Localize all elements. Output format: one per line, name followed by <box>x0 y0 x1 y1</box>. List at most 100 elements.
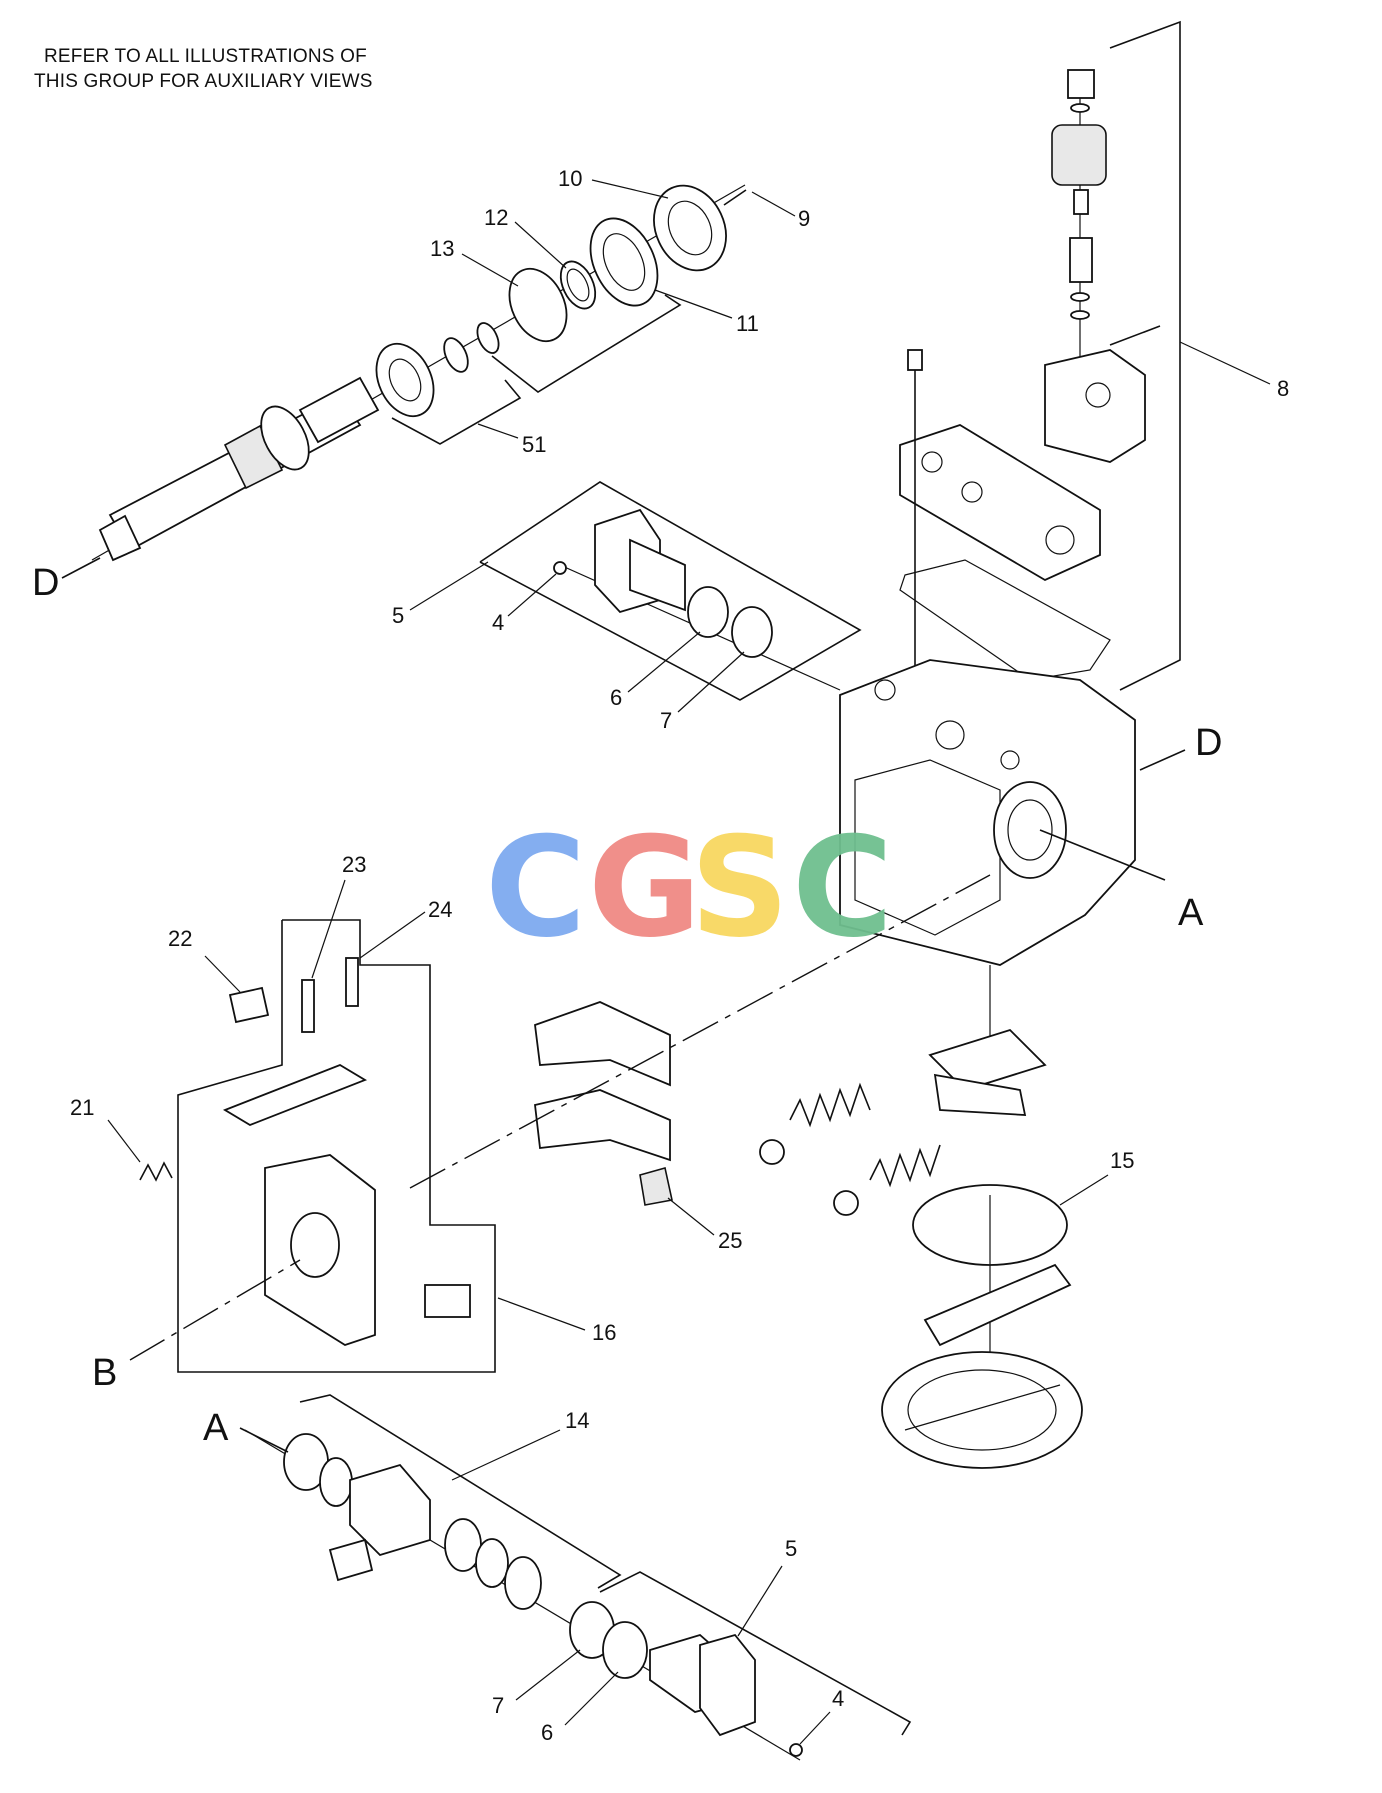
housing-window <box>854 759 1001 936</box>
shaft-collar <box>260 405 310 471</box>
servo-group <box>244 1394 912 1761</box>
view-letters: D D A B A <box>32 557 1222 1453</box>
leader-24 <box>359 911 426 959</box>
housing-body <box>839 659 1136 966</box>
housing-port-2 <box>935 720 965 750</box>
screw-9 <box>723 189 747 206</box>
leader-5-bottom <box>737 1565 783 1637</box>
watermark-letter-4: C <box>792 807 893 968</box>
lower-disc-6 <box>602 1621 648 1679</box>
housing-bore <box>993 781 1067 879</box>
leader-11 <box>654 289 733 319</box>
servo-oring-e <box>504 1556 542 1610</box>
base-plate-inner <box>907 1369 1057 1451</box>
callout-24: 24 <box>428 897 452 922</box>
watermark-letter-3: S <box>690 807 789 968</box>
valve-block-port <box>1085 382 1111 408</box>
callout-6-top: 6 <box>610 685 622 710</box>
callout-15: 15 <box>1110 1148 1134 1173</box>
retainer-plate-bore <box>667 200 713 256</box>
slide-plate <box>923 1263 1072 1347</box>
leader-d-left <box>61 557 101 579</box>
lever-arm <box>222 1064 368 1126</box>
callout-16: 16 <box>592 1320 616 1345</box>
view-letter-d-right: D <box>1195 722 1222 764</box>
callout-23: 23 <box>342 852 366 877</box>
leader-8 <box>1179 341 1271 385</box>
snap-ring-2 <box>476 322 500 354</box>
callout-4-top: 4 <box>492 610 504 635</box>
bracket-8 <box>1109 20 1181 691</box>
o-ring-12 <box>559 260 597 310</box>
bolt-24 <box>345 957 359 1007</box>
shaft-spline-end <box>98 514 142 562</box>
control-valve-body <box>899 424 1101 582</box>
callout-5-top: 5 <box>392 603 404 628</box>
snap-ring-1 <box>443 337 469 373</box>
callout-14: 14 <box>565 1408 589 1433</box>
servo-piston <box>328 1538 374 1582</box>
leader-22 <box>204 955 241 993</box>
seal-disk <box>508 267 568 343</box>
leader-6-bottom <box>564 1671 619 1726</box>
base-plate-slot <box>904 1384 1061 1431</box>
cylinder-disc-6 <box>687 586 729 638</box>
bolt-23 <box>301 979 315 1033</box>
seal-cover-bore <box>602 233 646 291</box>
cylinder-block-upper <box>534 1001 671 1087</box>
solenoid-stem <box>1073 189 1089 215</box>
view-letter-b: B <box>92 1352 117 1394</box>
callout-9: 9 <box>798 206 810 231</box>
servo-spool <box>349 1463 431 1557</box>
housing-port-1 <box>874 679 896 701</box>
leader-b <box>129 1259 301 1361</box>
cylinder-block-tab <box>639 1167 673 1206</box>
callout-11: 11 <box>736 311 759 336</box>
bearing-outer <box>375 342 435 418</box>
leader-10 <box>591 179 669 199</box>
callout-12: 12 <box>484 205 508 230</box>
cartridge-oring-1 <box>1070 292 1090 302</box>
control-valve-port-2 <box>961 481 983 503</box>
actuator-group <box>129 919 496 1373</box>
leader-13 <box>461 253 519 287</box>
watermark-letter-2: G <box>588 807 701 968</box>
callout-4-bottom: 4 <box>832 1686 844 1711</box>
swash-arm <box>933 1073 1027 1116</box>
long-bolt-head <box>907 349 923 371</box>
rotating-centerline <box>409 874 991 1189</box>
callout-5-bottom: 5 <box>785 1536 797 1561</box>
bearing-inner <box>388 358 422 402</box>
callout-22: 22 <box>168 926 192 951</box>
cylinder-disc-7 <box>731 606 773 658</box>
cartridge-oring-2 <box>1070 310 1090 320</box>
leader-21 <box>107 1119 141 1163</box>
leader-23 <box>311 879 346 979</box>
callout-13: 13 <box>430 236 454 261</box>
actuator-pad <box>424 1284 471 1318</box>
callout-7-bottom: 7 <box>492 1693 504 1718</box>
bracket-11 <box>491 294 682 393</box>
callout-6-bottom: 6 <box>541 1720 553 1745</box>
leader-15 <box>1059 1174 1109 1206</box>
o-ring-12-inner <box>566 268 590 302</box>
leader-16 <box>497 1297 586 1331</box>
solenoid-washer <box>1070 103 1090 113</box>
rotating-group <box>409 874 991 1206</box>
note-line-1: REFER TO ALL ILLUSTRATIONS OF <box>44 46 367 67</box>
leader-51 <box>477 423 519 439</box>
actuator-bore <box>290 1212 340 1278</box>
spring-lower-cap <box>833 1190 859 1216</box>
leader-d-right <box>1139 749 1186 771</box>
header-note: REFER TO ALL ILLUSTRATIONS OF THIS GROUP… <box>34 46 372 92</box>
shaft-spline-top <box>298 376 380 444</box>
leader-25 <box>667 1197 715 1236</box>
cylinder-barrel <box>629 538 686 612</box>
cylinder-bolt-4 <box>553 561 567 575</box>
valve-block <box>1044 349 1146 463</box>
leader-6-top <box>627 631 701 693</box>
bracket-5-bottom <box>599 1571 912 1736</box>
leader-5-top <box>409 561 489 611</box>
bracket-14 <box>299 1394 622 1589</box>
